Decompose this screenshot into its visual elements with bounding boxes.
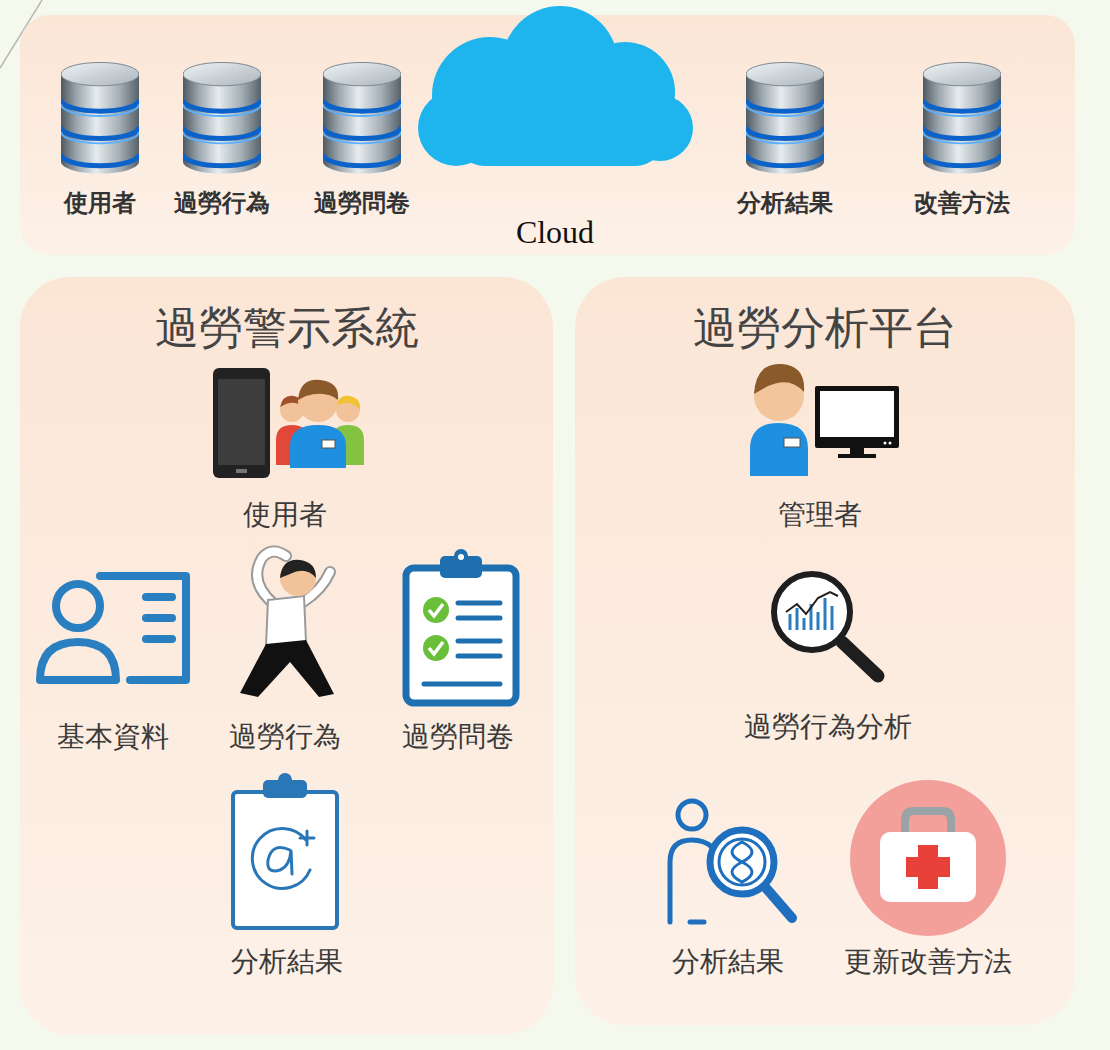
database-icon <box>923 62 1001 173</box>
panel-background <box>575 277 1075 1025</box>
database-node: 過勞行為 <box>168 62 276 218</box>
node-label: 分析結果 <box>737 189 833 218</box>
first-aid-icon <box>850 780 1006 936</box>
users-icon <box>276 380 364 468</box>
database-icon <box>61 62 139 173</box>
node-label: 過勞問卷 <box>314 189 410 218</box>
manager-icon <box>750 364 899 476</box>
database-node: 分析結果 <box>731 62 839 218</box>
node-label: 過勞行為 <box>229 720 341 754</box>
node-label: 過勞行為分析 <box>744 710 912 744</box>
panel-background <box>20 277 553 1035</box>
icon-node: 過勞行為分析 <box>738 570 918 744</box>
database-node: 使用者 <box>58 62 142 218</box>
database-node: 改善方法 <box>908 62 1016 218</box>
result-icon <box>233 773 337 928</box>
profile-icon <box>40 576 186 680</box>
phone-icon <box>213 368 270 478</box>
node-label: 使用者 <box>243 498 327 532</box>
node-label: 更新改善方法 <box>844 945 1012 979</box>
cloud-node: Cloud <box>415 5 695 251</box>
node-label: 改善方法 <box>914 189 1010 218</box>
icon-node: 更新改善方法 <box>838 780 1018 979</box>
analysis-magnifier <box>774 574 878 676</box>
dna-search-icon <box>670 801 792 922</box>
database-icon <box>323 62 401 173</box>
node-label: 基本資料 <box>57 720 169 754</box>
node-label: 管理者 <box>778 498 862 532</box>
icon-node: 基本資料 <box>37 572 189 754</box>
node-label: 分析結果 <box>231 945 343 979</box>
node-label: Cloud <box>516 213 594 251</box>
questionnaire-icon <box>406 549 516 703</box>
icon-node: 使用者 <box>210 368 360 532</box>
panel-title: 過勞分析平台 <box>693 302 957 355</box>
icon-node: 分析結果 <box>225 777 349 979</box>
node-label: 使用者 <box>64 189 136 218</box>
icon-node: 過勞行為 <box>223 552 347 754</box>
panel-title: 過勞警示系統 <box>155 302 419 355</box>
cloud-shape <box>418 6 693 166</box>
icon-node: 分析結果 <box>663 797 793 979</box>
node-label: 過勞行為 <box>174 189 270 218</box>
stretching-figure <box>240 551 334 697</box>
database-icon <box>746 62 824 173</box>
database-icon <box>183 62 261 173</box>
database-node: 過勞問卷 <box>308 62 416 218</box>
system-panel: 過勞警示系統使用者基本資料 過勞行為 過勞問卷分析結果 <box>20 277 553 1035</box>
node-label: 分析結果 <box>672 945 784 979</box>
icon-node: 過勞問卷 <box>396 552 520 754</box>
platform-panel: 過勞分析平台管理者過勞行為分析分析結果 更新改善方法 <box>575 277 1075 1025</box>
icon-node: 管理者 <box>745 363 895 532</box>
node-label: 過勞問卷 <box>402 720 514 754</box>
